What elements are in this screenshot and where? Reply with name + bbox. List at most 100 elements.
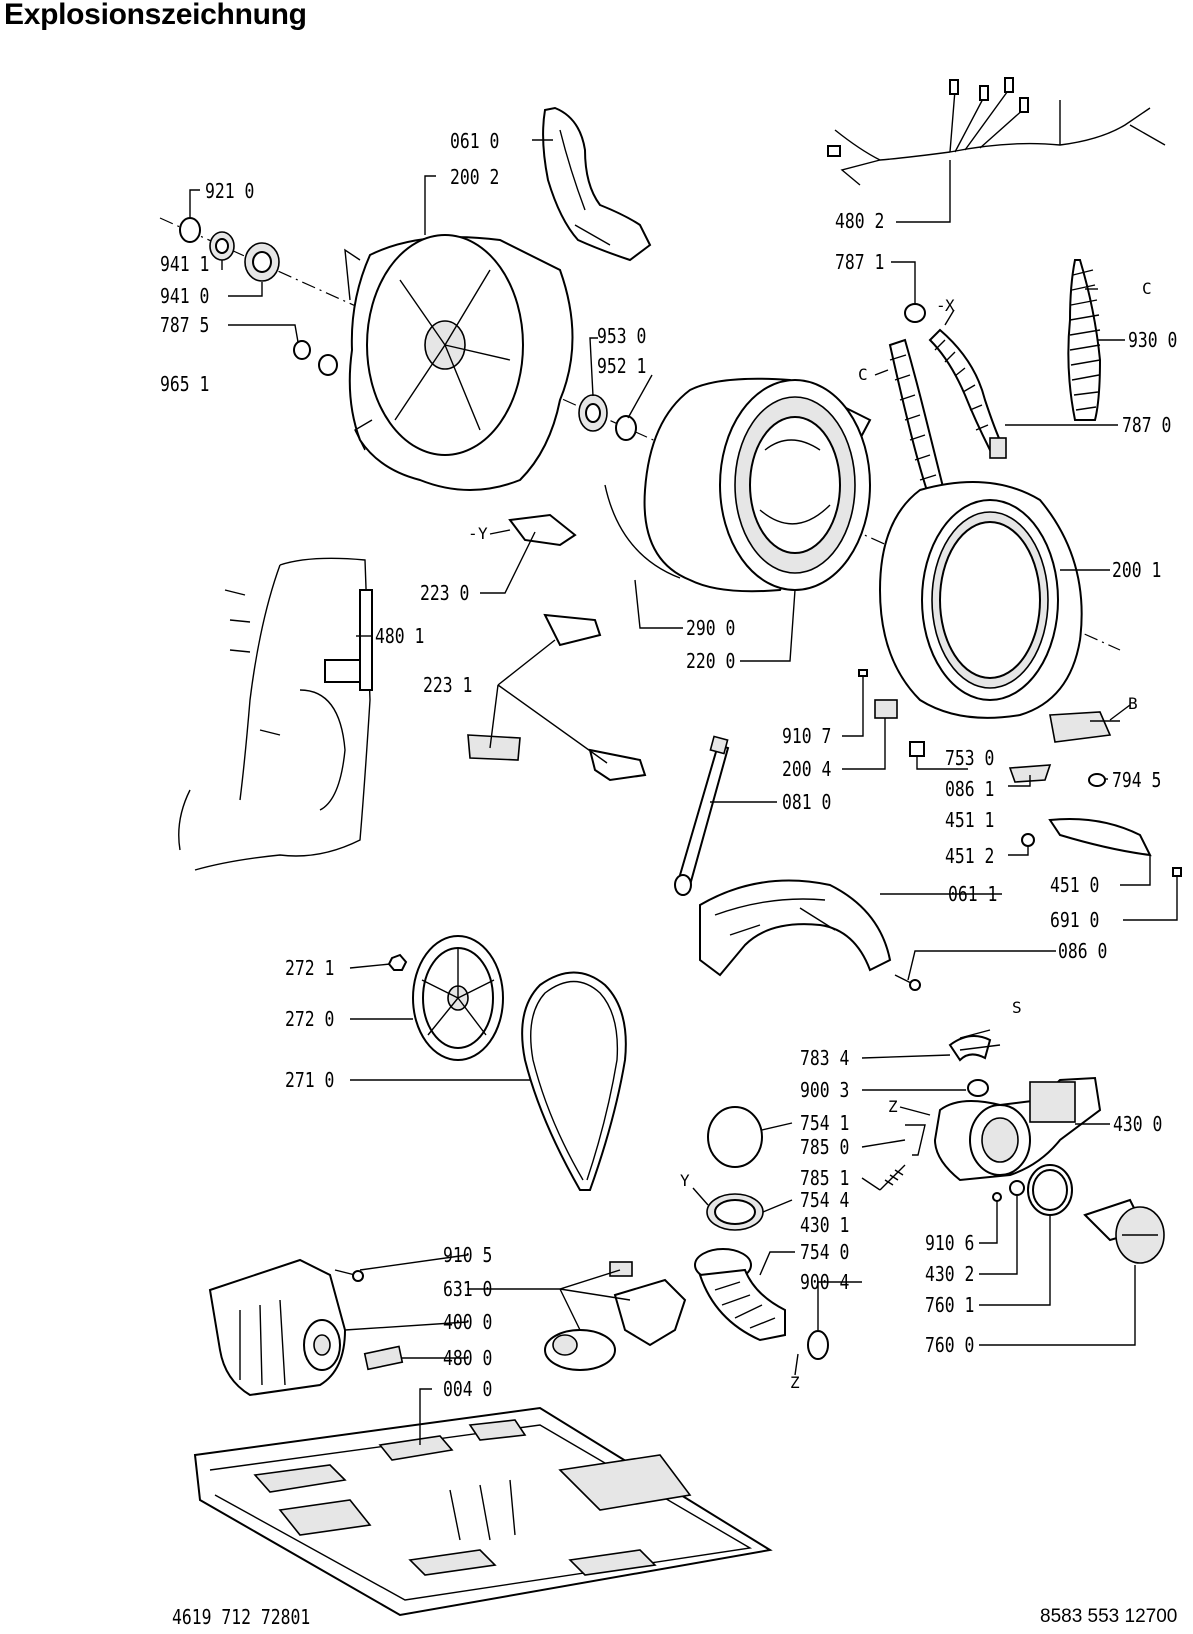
bracket-223-1b-part — [467, 734, 521, 761]
pulley-part — [412, 935, 504, 1061]
counterweight-top-part — [542, 106, 652, 262]
ref-mark-y-bottom: Y — [680, 1171, 690, 1190]
screw-910-5-part — [334, 1269, 364, 1282]
base-frame-part — [193, 1406, 773, 1617]
label-910-7: 910 7 — [782, 724, 832, 748]
ref-mark-z-pump: Z — [888, 1097, 898, 1116]
spring-hose-part — [1067, 259, 1102, 421]
seal-952-part — [615, 415, 637, 441]
label-754-1: 754 1 — [800, 1111, 850, 1135]
rear-tub-part — [344, 234, 574, 491]
label-952-1: 952 1 — [597, 354, 647, 378]
label-004-0: 004 0 — [443, 1377, 493, 1401]
label-910-6: 910 6 — [925, 1231, 975, 1255]
spring-hose-left-part — [888, 338, 947, 502]
suspension-631-0-part — [544, 1261, 687, 1371]
shock-absorber-part — [674, 735, 730, 896]
label-081-0: 081 0 — [782, 790, 832, 814]
drum-part — [643, 377, 872, 593]
label-785-0: 785 0 — [800, 1135, 850, 1159]
nut-086-1-part — [909, 741, 925, 757]
heater-bracket-part — [1049, 711, 1112, 743]
label-271-0: 271 0 — [285, 1068, 335, 1092]
clamp-small-part — [293, 340, 338, 376]
label-480-0: 480 0 — [443, 1346, 493, 1370]
label-900-3: 900 3 — [800, 1078, 850, 1102]
label-220-0: 220 0 — [686, 649, 736, 673]
sensor-451-1-part — [1008, 764, 1052, 783]
screw-691-0-part — [1172, 867, 1182, 895]
ref-mark-s: S — [1012, 998, 1022, 1017]
ref-dash-x: - — [936, 296, 946, 315]
bracket-223-1c-part — [588, 748, 647, 782]
ref-mark-y-top: Y — [478, 524, 488, 543]
circlip-part — [179, 217, 201, 243]
ring-754-4-part — [706, 1193, 764, 1231]
label-941-0: 941 0 — [160, 284, 210, 308]
filter-cap-754-1-part — [707, 1106, 763, 1168]
filter-760-0-part — [1083, 1198, 1165, 1264]
screw-910-7-part — [858, 669, 868, 700]
footer-right-code: 8583 553 12700 — [1040, 1606, 1178, 1627]
label-900-4: 900 4 — [800, 1270, 850, 1294]
label-200-1: 200 1 — [1112, 558, 1162, 582]
label-451-1: 451 1 — [945, 808, 995, 832]
label-794-5: 794 5 — [1112, 768, 1162, 792]
drum-band-part — [604, 484, 681, 579]
label-910-5: 910 5 — [443, 1243, 493, 1267]
pulley-nut-part — [387, 953, 408, 971]
seal-760-1-part — [1027, 1164, 1073, 1216]
counterweight-bottom-part — [699, 879, 892, 977]
label-941-1: 941 1 — [160, 252, 210, 276]
bellows-hose-part — [928, 328, 1007, 459]
label-451-2: 451 2 — [945, 844, 995, 868]
bracket-223-1a-part — [543, 613, 602, 647]
label-787-5: 787 5 — [160, 313, 210, 337]
label-290-0: 290 0 — [686, 616, 736, 640]
pump-hose-783-part — [948, 1035, 992, 1062]
label-787-0: 787 0 — [1122, 413, 1172, 437]
pin-785-0-part — [905, 1124, 926, 1156]
screw-086-0-part — [894, 974, 921, 991]
label-953-0: 953 0 — [597, 324, 647, 348]
screw-910-6-part — [992, 1192, 1002, 1215]
motor-part — [208, 1258, 347, 1397]
label-921-0: 921 0 — [205, 179, 255, 203]
label-272-1: 272 1 — [285, 956, 335, 980]
clamp-900-3-part — [967, 1079, 989, 1097]
label-965-1: 965 1 — [160, 372, 210, 396]
sump-hose-754-0-part — [694, 1248, 786, 1342]
wiring-harness-left-part — [178, 557, 373, 871]
page-title: Explosionszeichnung — [4, 0, 307, 31]
ref-mark-z-hose: Z — [790, 1373, 800, 1392]
connector-480-0-part — [363, 1345, 404, 1371]
ref-mark-b: B — [1128, 694, 1138, 713]
label-430-0: 430 0 — [1113, 1112, 1163, 1136]
ref-mark-x: X — [945, 296, 955, 315]
wiring-harness-top-part — [827, 77, 1166, 186]
label-451-0: 451 0 — [1050, 873, 1100, 897]
nut-451-2-part — [1021, 833, 1035, 847]
ref-dash-y: - — [468, 524, 478, 543]
label-086-1: 086 1 — [945, 777, 995, 801]
label-631-0: 631 0 — [443, 1277, 493, 1301]
label-200-2: 200 2 — [450, 165, 500, 189]
drain-pump-part — [933, 1076, 1102, 1182]
seal-953-part — [578, 394, 608, 432]
leader-lines — [189, 139, 1178, 1445]
footer-left-code: 4619 712 72801 — [172, 1605, 311, 1629]
label-783-4: 783 4 — [800, 1046, 850, 1070]
clamp-900-4-part — [807, 1330, 829, 1360]
label-754-0: 754 0 — [800, 1240, 850, 1264]
drive-belt-part — [521, 971, 627, 1191]
bearing-small-part — [209, 231, 235, 261]
label-785-1: 785 1 — [800, 1166, 850, 1190]
label-430-1: 430 1 — [800, 1213, 850, 1237]
label-754-4: 754 4 — [800, 1188, 850, 1212]
label-753-0: 753 0 — [945, 746, 995, 770]
hose-clamp-part — [904, 303, 926, 323]
bracket-223-0-part — [508, 513, 577, 547]
bearing-large-part — [244, 242, 280, 282]
label-400-0: 400 0 — [443, 1310, 493, 1334]
